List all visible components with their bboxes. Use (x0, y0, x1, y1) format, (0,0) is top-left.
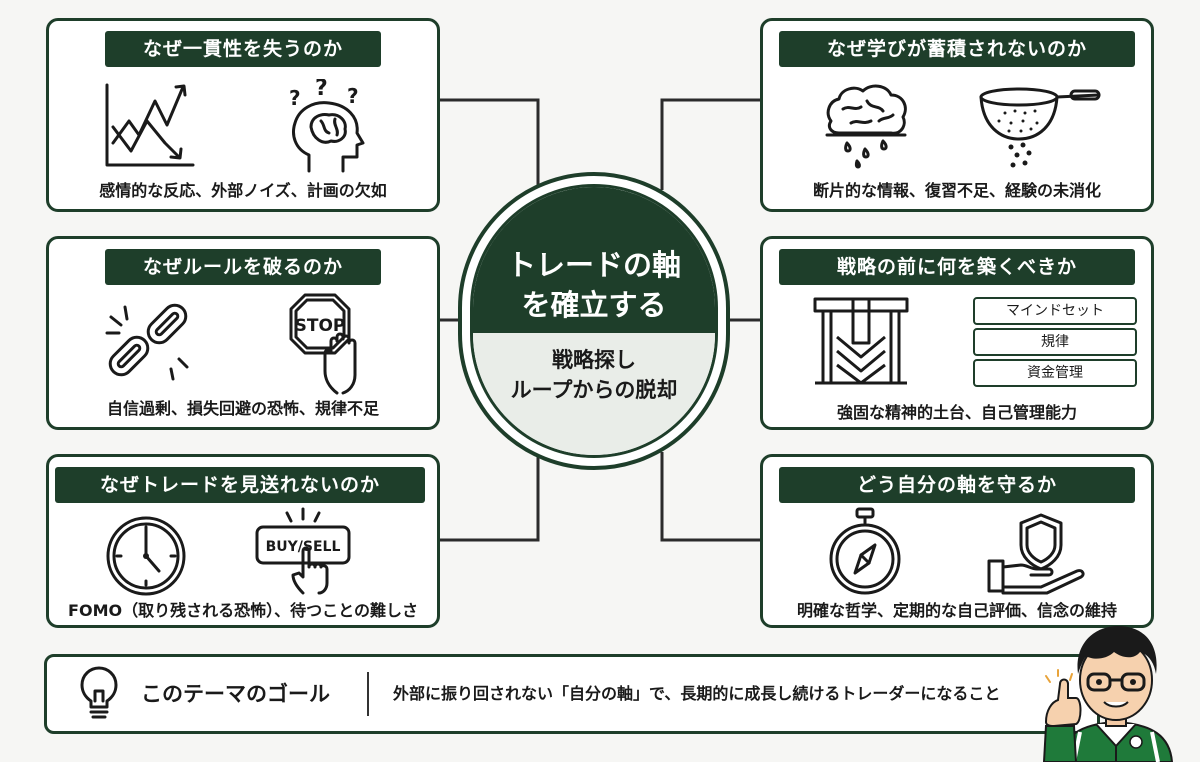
confused-head-icon: ? ? ? (289, 79, 365, 173)
foundation-icon (813, 297, 909, 385)
stop-sign-hand-icon: STOP (289, 293, 357, 395)
clock-icon (106, 516, 186, 596)
card-consistency-caption: 感情的な反応、外部ノイズ、計画の欠如 (99, 181, 387, 200)
card-rules-caption: 自信過剰、損失回避の恐怖、規律不足 (106, 399, 379, 418)
goal-label: このテーマのゴール (141, 682, 330, 706)
pill-discipline: 規律 (973, 328, 1137, 356)
stop-sign-text: STOP (295, 316, 346, 336)
goal-bar: このテーマのゴール 外部に振り回されない「自分の軸」で、長期的に成長し続けるトレ… (44, 654, 1100, 734)
card-skip: なぜトレードを見送れないのか BUY/SELL FOMO（取り残される恐怖）、待… (46, 454, 440, 628)
card-learning-caption: 断片的な情報、復習不足、経験の未消化 (812, 181, 1101, 200)
leaking-brain-icon (825, 84, 907, 169)
goal-divider (367, 672, 369, 716)
compass-icon (829, 507, 901, 595)
card-skip-title: なぜトレードを見送れないのか (55, 467, 425, 503)
center-circle: トレードの軸 を確立する 戦略探し ループからの脱却 (458, 172, 730, 470)
sieve-icon (979, 87, 1101, 168)
buy-sell-text: BUY/SELL (266, 539, 341, 555)
svg-text:?: ? (315, 79, 328, 101)
card-consistency-title: なぜ一貫性を失うのか (105, 31, 381, 67)
card-protect-caption: 明確な哲学、定期的な自己評価、信念の維持 (796, 601, 1117, 620)
card-foundation: 戦略の前に何を築くべきか マインドセット 規律 資金管理 強固な精神的土台、自己… (760, 236, 1154, 430)
card-consistency: なぜ一貫性を失うのか ? ? ? 感情的な反応、外部ノイズ、計画の欠如 (46, 18, 440, 212)
shield-hand-icon (987, 513, 1085, 595)
card-skip-caption: FOMO（取り残される恐怖）、待つことの難しさ (68, 601, 418, 620)
card-foundation-title: 戦略の前に何を築くべきか (779, 249, 1135, 285)
center-subtitle-line1: 戦略探し (552, 348, 636, 372)
center-title-line1: トレードの軸 (506, 248, 681, 282)
broken-chain-icon (105, 303, 189, 381)
center-title-line2: を確立する (521, 288, 667, 322)
card-rules-title: なぜルールを破るのか (105, 249, 381, 285)
lightbulb-icon (80, 666, 118, 719)
center-title: トレードの軸 を確立する (473, 187, 715, 333)
buy-sell-button-icon: BUY/SELL (255, 507, 351, 595)
card-learning: なぜ学びが蓄積されないのか 断片的な情報、復習不足、経験の未消化 (760, 18, 1154, 212)
pill-money-management: 資金管理 (973, 359, 1137, 387)
zigzag-chart-icon (105, 83, 195, 167)
card-protect-title: どう自分の軸を守るか (779, 467, 1135, 503)
pill-mindset: マインドセット (973, 297, 1137, 325)
card-protect: どう自分の軸を守るか 明確な哲学、定期的な自己評価、信念の維持 (760, 454, 1154, 628)
card-rules: なぜルールを破るのか STOP 自信過剰、損失回避の恐怖、規律不足 (46, 236, 440, 430)
center-subtitle-line2: ループからの脱却 (510, 378, 678, 402)
card-foundation-caption: 強固な精神的土台、自己管理能力 (836, 403, 1077, 422)
center-subtitle: 戦略探し ループからの脱却 (473, 333, 715, 455)
goal-text: 外部に振り回されない「自分の軸」で、長期的に成長し続けるトレーダーになること (393, 684, 1001, 703)
mascot-thumbs-up (1042, 626, 1174, 762)
svg-text:?: ? (347, 84, 359, 108)
card-learning-title: なぜ学びが蓄積されないのか (779, 31, 1135, 67)
svg-text:?: ? (289, 86, 301, 110)
